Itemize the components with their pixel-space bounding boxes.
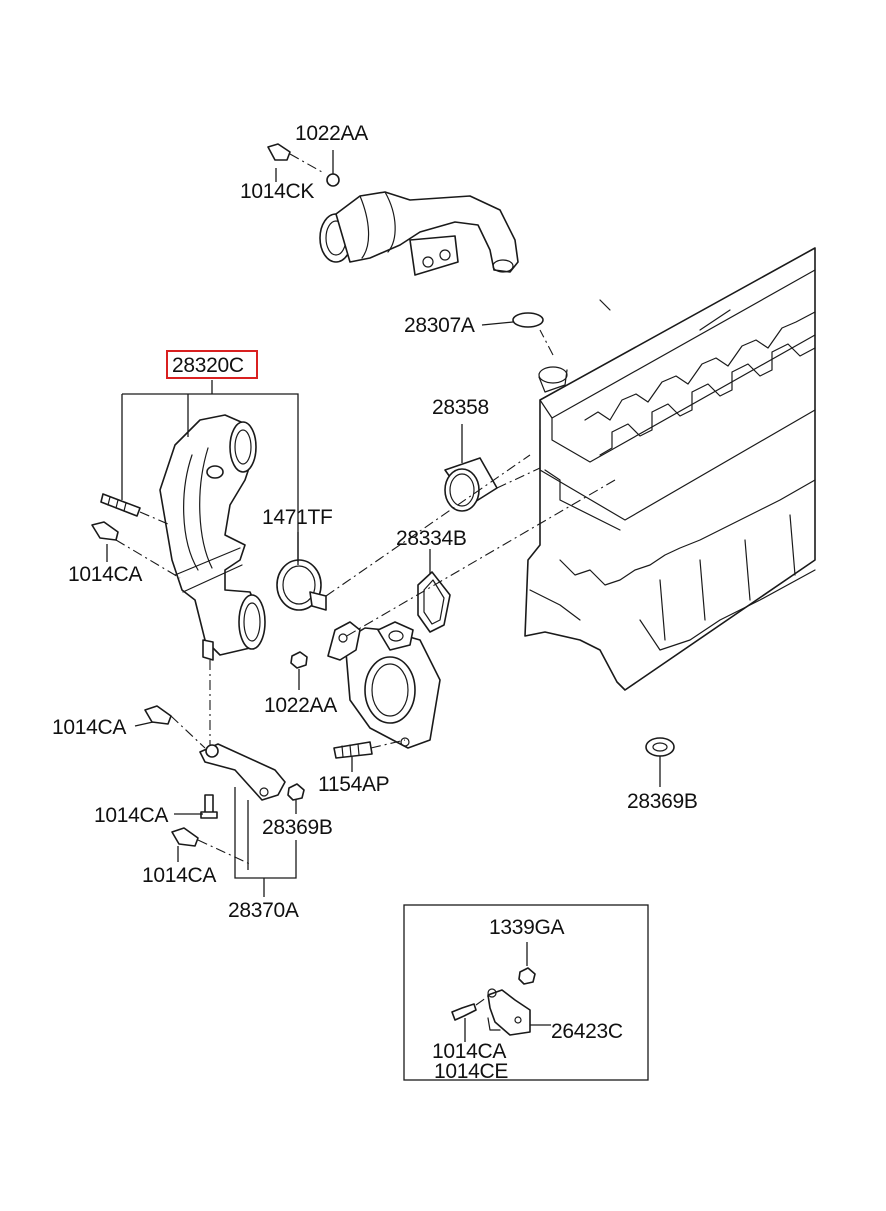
flange-housing	[327, 621, 441, 749]
grommet-28369B-right	[645, 737, 675, 757]
leader-lines	[106, 150, 661, 897]
inset-box	[403, 904, 649, 1081]
stud-1154AP	[333, 741, 373, 759]
clamp-1471TF	[276, 559, 327, 611]
bolt-1014CA-bracket	[144, 705, 172, 725]
label-1014CE-inset[interactable]: 1014CE	[434, 1060, 509, 1083]
label-1471TF[interactable]: 1471TF	[262, 506, 333, 529]
bolt-1014CK	[267, 143, 291, 161]
highlight-box-28320C	[166, 350, 258, 379]
label-28370A[interactable]: 28370A	[228, 899, 299, 922]
nut-1022AA-mid	[290, 651, 308, 669]
label-28320C[interactable]: 28320C	[172, 354, 244, 377]
sleeve-28358	[444, 457, 498, 512]
stud-left	[100, 493, 141, 517]
label-1014CK[interactable]: 1014CK	[240, 180, 315, 203]
label-1339GA[interactable]: 1339GA	[489, 916, 565, 939]
label-26423C[interactable]: 26423C	[551, 1020, 623, 1043]
label-1014CA-lower[interactable]: 1014CA	[94, 804, 169, 827]
bolt-1014CA-left	[91, 521, 119, 541]
upper-pipe-assembly	[319, 191, 519, 276]
main-pipe-28320C	[159, 414, 266, 661]
label-1014CA-inset[interactable]: 1014CA	[432, 1040, 507, 1063]
label-1014CA-bracket[interactable]: 1014CA	[52, 716, 127, 739]
label-1022AA-mid[interactable]: 1022AA	[264, 694, 338, 717]
label-1022AA-top[interactable]: 1022AA	[295, 122, 369, 145]
label-1154AP[interactable]: 1154AP	[318, 773, 390, 796]
label-28369B-right[interactable]: 28369B	[627, 790, 698, 813]
bracket-28370A	[199, 743, 286, 801]
label-28358[interactable]: 28358	[432, 396, 489, 419]
label-1014CA-left[interactable]: 1014CA	[68, 563, 143, 586]
oring-28307A	[512, 312, 568, 393]
label-1014CA-bottom[interactable]: 1014CA	[142, 864, 217, 887]
label-28307A[interactable]: 28307A	[404, 314, 475, 337]
label-28334B[interactable]: 28334B	[396, 527, 467, 550]
bolt-1014CA-bottom	[171, 827, 199, 847]
nut-1022AA-top	[326, 173, 340, 187]
washer-28369B-lower	[287, 783, 305, 801]
bolt-1014CA-lower	[200, 794, 218, 819]
gasket-28334B	[417, 571, 451, 633]
engine-block	[524, 247, 816, 691]
label-28369B-lower[interactable]: 28369B	[262, 816, 333, 839]
centerlines	[115, 153, 616, 866]
